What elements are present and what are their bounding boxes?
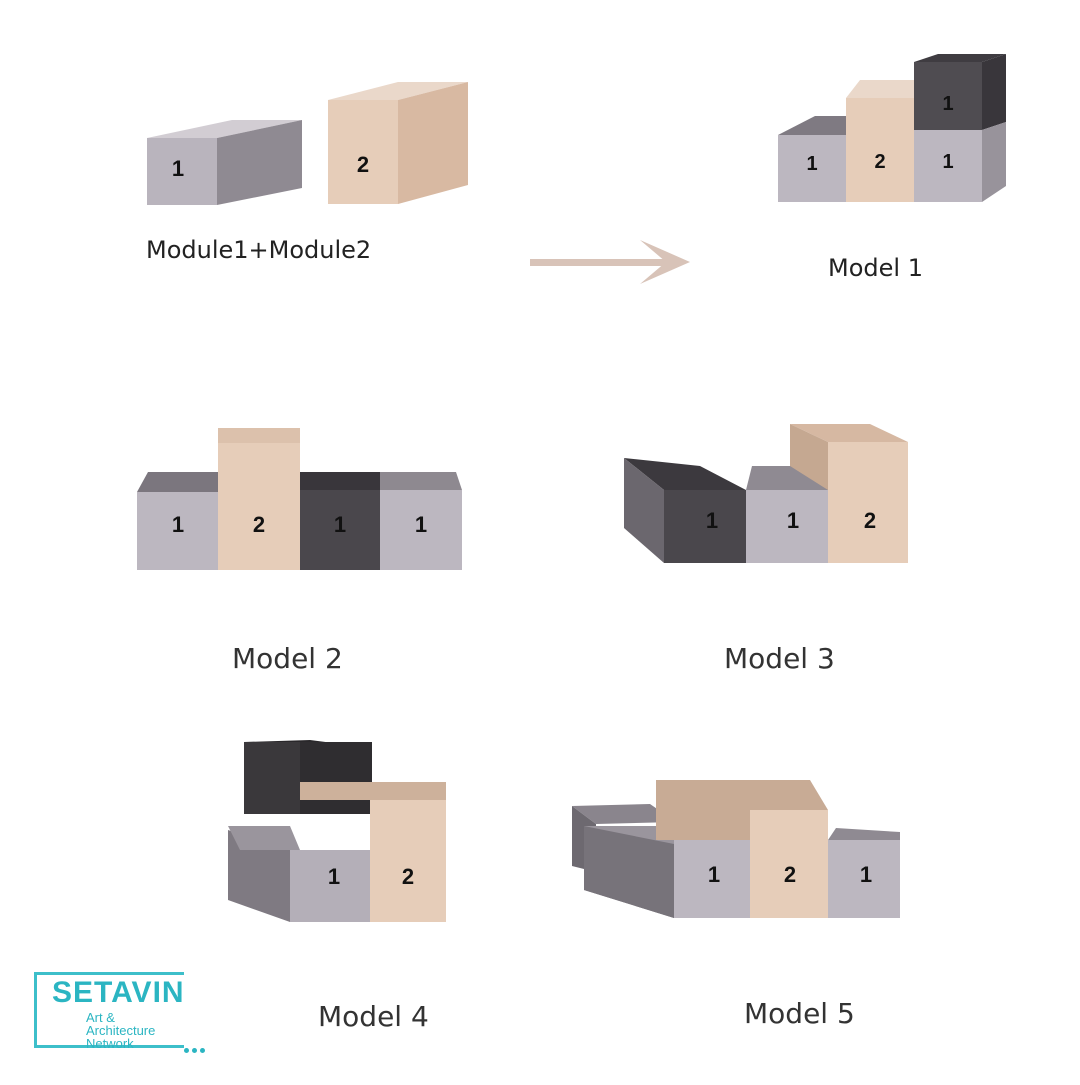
caption-model5: Model 5 xyxy=(744,997,855,1030)
module1-block: 1 xyxy=(147,120,302,205)
module2-label: 2 xyxy=(357,152,369,177)
model5-label-1a: 1 xyxy=(708,862,720,887)
model2-label-1c: 1 xyxy=(415,512,427,537)
caption-model1: Model 1 xyxy=(828,254,923,282)
model2-label-1a: 1 xyxy=(172,512,184,537)
caption-model4: Model 4 xyxy=(318,1000,429,1033)
model3-label-1b: 1 xyxy=(787,508,799,533)
model5-label-1b: 1 xyxy=(860,862,872,887)
logo-brand: SETAVIN xyxy=(52,976,185,1009)
model4-label-2: 2 xyxy=(402,864,414,889)
model3-diagram: 1 1 2 xyxy=(624,424,908,563)
model5-label-2: 2 xyxy=(784,862,796,887)
model2-diagram: 1 2 1 1 xyxy=(137,428,462,570)
logo-line2: Architecture xyxy=(86,1023,156,1038)
logo-line3: Network xyxy=(86,1036,134,1051)
module2-block: 2 xyxy=(328,82,468,204)
model4-label-1: 1 xyxy=(328,864,340,889)
logo-dots-icon xyxy=(184,1040,208,1058)
module1-label: 1 xyxy=(172,156,184,181)
model3-label-2: 2 xyxy=(864,508,876,533)
model5-diagram: 1 2 1 xyxy=(572,780,900,918)
model3-label-1a: 1 xyxy=(706,508,718,533)
model2-label-1b: 1 xyxy=(334,512,346,537)
caption-model3: Model 3 xyxy=(724,642,835,675)
model1-label-2: 2 xyxy=(874,151,885,173)
model4-diagram: 1 2 xyxy=(228,740,446,922)
arrow xyxy=(530,240,690,284)
logo-line1: Art & xyxy=(86,1010,115,1025)
logo-frame xyxy=(34,972,184,1048)
model2-label-2: 2 xyxy=(253,512,265,537)
model1-label-1a: 1 xyxy=(806,153,817,175)
model1-label-1c: 1 xyxy=(942,151,953,173)
model1-label-1b: 1 xyxy=(942,93,953,115)
caption-modules: Module1+Module2 xyxy=(146,236,372,264)
caption-model2: Model 2 xyxy=(232,642,343,675)
model1-diagram: 1 2 1 1 xyxy=(778,54,1006,202)
setavin-logo: SETAVIN Art & Architecture Network xyxy=(34,972,214,1054)
